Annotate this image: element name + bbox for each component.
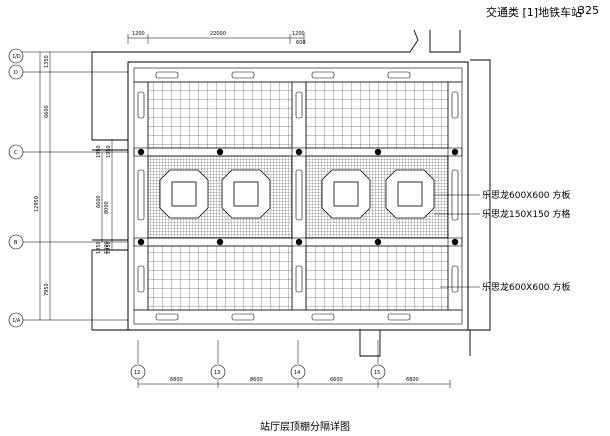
axis-label-1-d: 1/D <box>12 54 21 60</box>
axis-label-12: 12 <box>134 370 140 376</box>
dim-top-3: 1200 <box>292 31 305 37</box>
light-slots <box>137 71 459 321</box>
axis-label-c: C <box>14 150 18 156</box>
octagon-2 <box>221 169 271 219</box>
bottom-dimension-line <box>137 340 451 388</box>
dim-top-2: 22000 <box>210 31 226 37</box>
axis-label-b: B <box>14 240 18 246</box>
callout-text-1: 乐思龙600X600 方板 <box>482 189 570 201</box>
column-dot <box>295 238 303 246</box>
column-dot <box>216 238 224 246</box>
callout-leaders <box>434 194 480 288</box>
column-dot <box>451 238 459 246</box>
dim-left-5: 6600 <box>96 195 102 208</box>
column-dot <box>295 148 303 156</box>
octagon-4 <box>385 169 435 219</box>
top-dimension-line <box>127 34 305 44</box>
dim-bottom-4: 6800 <box>406 377 419 383</box>
dim-left-4: 1950 <box>106 145 112 158</box>
grid-inner-label-1: 8000 <box>104 201 110 214</box>
row-axis-markers <box>8 48 24 328</box>
column-dot <box>451 148 459 156</box>
panel-upper-right <box>305 81 449 149</box>
axis-label-1-a: 1/A <box>12 318 21 324</box>
dim-left-3: 1950 <box>96 145 102 158</box>
dim-left-9: 7950 <box>44 283 50 296</box>
dim-bottom-1: 6800 <box>170 377 183 383</box>
axis-label-15: 15 <box>374 370 380 376</box>
left-dimension-lines <box>22 51 128 321</box>
axis-label-d: D <box>14 70 18 76</box>
left-dimension-texts: 1350 6600 1950 1950 6600 12950 1350 1950… <box>34 55 112 296</box>
callout-text-3: 乐思龙600X600 方板 <box>482 281 570 293</box>
dim-left-2: 6600 <box>44 105 50 118</box>
dim-bottom-3: 6600 <box>330 377 343 383</box>
column-dot <box>374 238 382 246</box>
ceiling-outline <box>127 61 469 331</box>
columns <box>137 148 459 246</box>
dim-top-4: 600 <box>296 40 306 46</box>
octagon-features <box>159 169 435 219</box>
grid-inner-label-2: 6000 <box>104 241 110 254</box>
drawing-caption: 站厅层顶棚分隔详图 <box>260 422 350 433</box>
dim-left-1: 1350 <box>44 55 50 68</box>
axis-label-13: 13 <box>214 370 220 376</box>
page-number: 325 <box>578 4 599 17</box>
header-category: 交通类 [1]地铁车站 <box>486 6 583 19</box>
dim-left-6: 12950 <box>34 196 40 212</box>
dim-bottom-2: 8600 <box>250 377 263 383</box>
dim-left-7: 1350 <box>96 241 102 254</box>
panel-lower-left <box>147 245 293 311</box>
panel-upper-left <box>147 81 293 149</box>
panel-lower-right <box>305 245 449 311</box>
column-dot <box>374 148 382 156</box>
dim-left-8: 1950 <box>106 241 112 254</box>
column-dot <box>137 238 145 246</box>
octagon-1 <box>159 169 209 219</box>
column-dot <box>216 148 224 156</box>
dim-top-1: 1200 <box>132 31 145 37</box>
panel-fields <box>147 81 449 311</box>
axis-label-14: 14 <box>294 370 300 376</box>
column-dot <box>137 148 145 156</box>
column-axis-markers <box>130 364 386 380</box>
octagon-3 <box>321 169 371 219</box>
callout-text-2: 乐思龙150X150 方格 <box>482 208 570 220</box>
